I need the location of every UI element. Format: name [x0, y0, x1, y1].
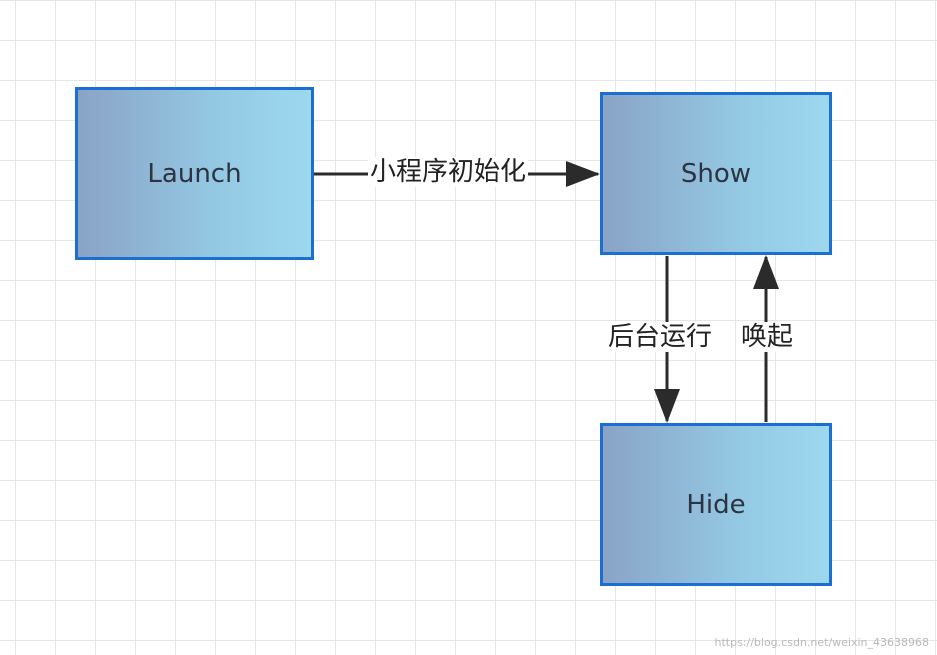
- node-launch-label: Launch: [147, 158, 242, 189]
- node-show-label: Show: [680, 158, 752, 189]
- node-hide[interactable]: Hide: [600, 423, 832, 586]
- edge-label-hide-to-show: 唤起: [739, 322, 796, 352]
- edge-label-show-to-hide: 后台运行: [606, 322, 715, 352]
- watermark: https://blog.csdn.net/weixin_43638968: [714, 636, 929, 649]
- node-hide-label: Hide: [686, 489, 746, 520]
- node-launch[interactable]: Launch: [75, 87, 314, 260]
- node-show[interactable]: Show: [600, 92, 832, 255]
- edge-label-launch-to-show: 小程序初始化: [368, 157, 529, 187]
